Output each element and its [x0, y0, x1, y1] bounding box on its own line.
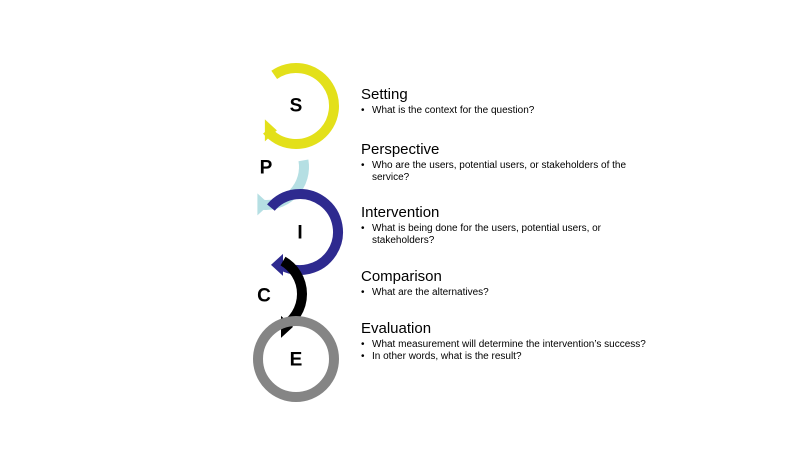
ring-i: I — [267, 189, 343, 276]
section-title: Evaluation — [361, 320, 432, 337]
ring-e: E — [253, 316, 339, 402]
section-setting: SettingWhat is the context for the quest… — [361, 86, 651, 117]
section-evaluation: EvaluationWhat measurement will determin… — [361, 320, 651, 363]
section-title: Setting — [361, 86, 408, 103]
ring-letter-c: C — [257, 286, 271, 307]
bullet-list: What measurement will determine the inte… — [361, 339, 651, 363]
section-perspective: PerspectiveWho are the users, potential … — [361, 141, 651, 184]
bullet-item: In other words, what is the result? — [361, 351, 651, 363]
ring-letter-i: I — [297, 223, 302, 244]
bullet-item: What is being done for the users, potent… — [361, 223, 651, 247]
bullet-item: What is the context for the question? — [361, 105, 651, 117]
section-comparison: ComparisonWhat are the alternatives? — [361, 268, 651, 299]
ring-letter-s: S — [290, 96, 303, 117]
bullet-item: Who are the users, potential users, or s… — [361, 160, 651, 184]
section-title: Intervention — [361, 204, 440, 221]
ring-arc — [263, 63, 339, 149]
ring-s: S — [263, 63, 339, 149]
ring-letter-p: P — [260, 158, 273, 179]
bullet-item: What are the alternatives? — [361, 287, 651, 299]
arrowhead — [264, 119, 277, 142]
bullet-list: What is being done for the users, potent… — [361, 223, 651, 247]
bullet-list: What is the context for the question? — [361, 105, 651, 117]
bullet-list: What are the alternatives? — [361, 287, 651, 299]
ring-arc — [267, 189, 343, 275]
ring-arc — [253, 316, 339, 402]
ring-p: P — [257, 158, 309, 216]
section-title: Perspective — [361, 141, 440, 158]
ring-letter-e: E — [290, 350, 303, 371]
bullet-list: Who are the users, potential users, or s… — [361, 160, 651, 184]
section-intervention: InterventionWhat is being done for the u… — [361, 204, 651, 247]
arrowhead — [257, 193, 270, 216]
arrowhead — [271, 253, 283, 276]
section-title: Comparison — [361, 268, 442, 285]
bullet-item: What measurement will determine the inte… — [361, 339, 651, 351]
